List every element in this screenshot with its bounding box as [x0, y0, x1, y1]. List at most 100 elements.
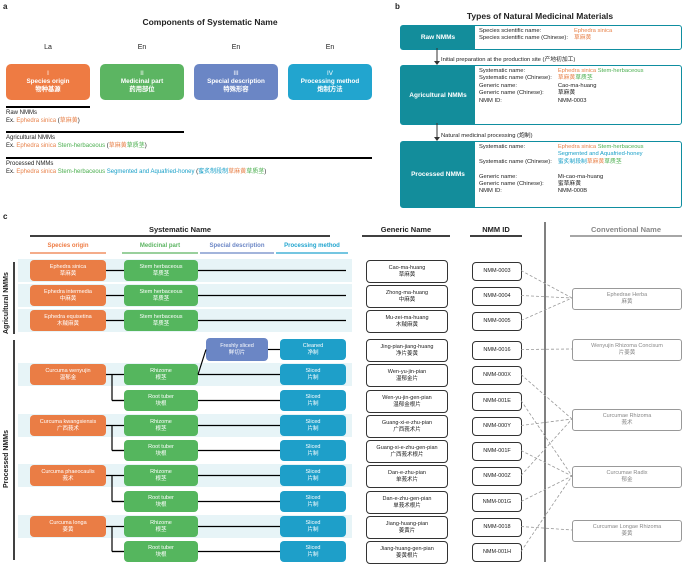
key: NMM ID: — [479, 188, 502, 195]
conventional-name-cn: 莪术 — [621, 420, 633, 426]
header-generic: Generic Name — [380, 225, 432, 234]
ex-species-cn: 草麻黄 — [59, 118, 78, 124]
proc-nmms-body: Systematic name: Systematic name (Chines… — [475, 142, 648, 207]
nmm-id-box: NMM-0003 — [472, 262, 522, 281]
value-process-cn: 蜜炙制段制 — [557, 158, 587, 165]
raw-rule — [6, 106, 90, 108]
ex-species-cn: 草麻黄 — [108, 143, 127, 149]
conventional-name: Curcumae Rhizoma — [602, 413, 652, 420]
value-species-cn: 草麻黄 — [557, 75, 576, 82]
species-pill-text: Ephedra sinica — [49, 263, 87, 270]
part-pill-text-cn: 根茎 — [155, 475, 167, 482]
nmm-id: NMM-000Y — [483, 423, 511, 430]
conventional-name-cn: 郁金 — [621, 477, 633, 483]
generic-name: Wen-yu-jin-pian — [387, 368, 427, 375]
proc-example: Ex. Ephedra sinica Stem-herbaceous Segme… — [6, 169, 266, 177]
generic-name: Jiang-huang-gen-pian — [380, 545, 434, 552]
category-name: Medicinal part — [120, 78, 164, 86]
proc-nmms-header: Processed NMMs — [401, 142, 475, 207]
key: Generic name (Chinese): — [479, 181, 544, 188]
step2-label: Natural medicinal processing (炮制) — [441, 133, 533, 139]
process-pill-text-cn: 净制 — [307, 349, 319, 356]
species-pill-text: Curcuma kwangsiensis — [39, 418, 97, 425]
nmm-id: NMM-0004 — [483, 293, 511, 300]
part-pill-text: Stem herbaceous — [139, 313, 183, 320]
nmm-id-box: NMM-001H — [472, 543, 522, 562]
part-pill-text-cn: 块根 — [155, 400, 167, 407]
nmm-id: NMM-0003 — [483, 268, 511, 275]
value-part: Stem-herbaceous — [597, 144, 644, 150]
agri-nmms-body: Systematic name: Systematic name (Chines… — [475, 66, 648, 124]
value: Ephedra sinica Stem-herbaceous — [558, 68, 644, 75]
category-name: Special description — [207, 78, 265, 86]
process-pill-text: Sliced — [305, 367, 321, 374]
value-species: Ephedra sinica — [557, 68, 598, 74]
mapping-line — [520, 418, 573, 426]
process-pill-text-cn: 片制 — [307, 425, 319, 432]
agri-nmms-header: Agricultural NMMs — [401, 66, 475, 124]
value: NMM-0003 — [557, 97, 587, 104]
value: Ephedra sinica — [573, 28, 613, 34]
value: Mi-cao-ma-huang — [557, 173, 604, 180]
keys: Species scientific name: Species scienti… — [479, 28, 568, 47]
generic-name-cn: 单莪术根片 — [393, 502, 421, 509]
category-processing-method: IV Processing method 炮制方法 — [288, 64, 372, 100]
ex-part-cn: 草质茎 — [246, 169, 265, 175]
value-species-cn: 草麻黄 — [586, 158, 605, 165]
category-name-cn: 药用部位 — [129, 85, 155, 93]
special-text: Freshly sliced — [220, 342, 254, 349]
ex-label: Ex. — [6, 169, 15, 175]
ex-process-cn: 蜜炙制段制 — [198, 169, 229, 175]
nmm-id: NMM-001H — [482, 549, 512, 556]
category-name-cn: 物种基源 — [35, 85, 61, 93]
mapping-line — [520, 295, 573, 299]
nmm-id-box: NMM-0016 — [472, 341, 522, 360]
panel-a-label: a — [3, 2, 8, 11]
generic-name-cn: 中麻黄 — [398, 296, 416, 303]
species-pill-text-cn: 温郁金 — [59, 374, 77, 381]
category-medicinal-part: II Medicinal part 药用部位 — [100, 64, 184, 100]
part-pill-text-cn: 块根 — [155, 450, 167, 457]
key: Generic name: — [479, 173, 518, 180]
conventional-name-cn: 姜黄 — [621, 531, 633, 537]
lang-en-3: En — [325, 44, 335, 51]
subheader-process: Processing method — [284, 243, 340, 249]
generic-name: Guang-xi-e-zhu-pian — [381, 419, 433, 426]
subheader-species: Species origin — [47, 243, 89, 249]
species-pill-text-cn: 姜黄 — [62, 526, 74, 533]
process-pill-text: Sliced — [305, 494, 321, 501]
mapping-line — [520, 526, 573, 531]
part-pill-text: Root tuber — [148, 443, 174, 450]
proc-rule — [6, 157, 372, 159]
nmm-id-box: NMM-0018 — [472, 518, 522, 537]
generic-name-cn: 净片姜黄 — [395, 350, 418, 357]
mapping-line — [520, 270, 573, 299]
conventional-name: Curcumae Longae Rhizoma — [592, 524, 662, 531]
generic-name-cn: 姜黄根片 — [395, 552, 418, 559]
key: Generic name (Chinese): — [479, 90, 544, 97]
species-pill-text-cn: 广西莪术 — [56, 425, 79, 432]
nmm-id: NMM-0005 — [483, 318, 511, 325]
generic-name-cn: 广西莪术片 — [393, 426, 421, 433]
part-pill-text: Rhizome — [150, 418, 172, 425]
value-process: Segmented and Aquafried-honey — [557, 151, 643, 158]
process-pill-text-cn: 片制 — [307, 551, 319, 558]
numeral: III — [233, 70, 239, 78]
value: Ephedra sinica Stem-herbaceous — [558, 144, 644, 151]
